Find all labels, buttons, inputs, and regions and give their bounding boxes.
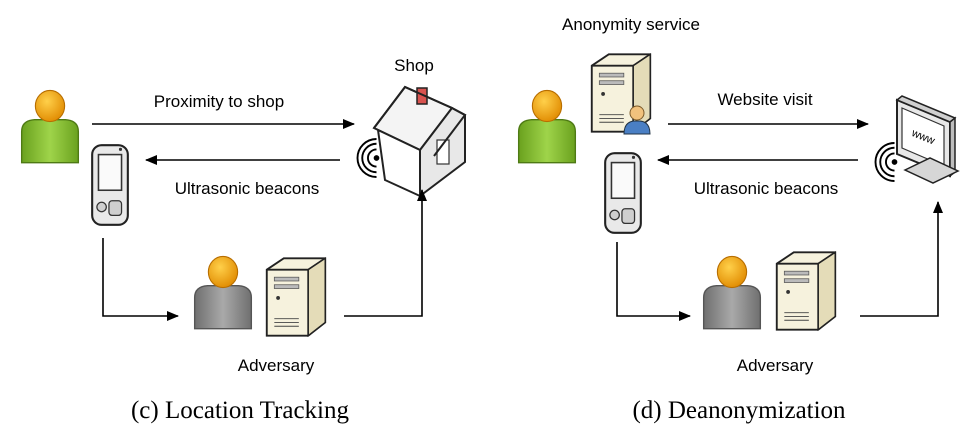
- adversary-label: Adversary: [238, 356, 315, 375]
- adversary-icon: [702, 255, 762, 330]
- user-icon: [20, 89, 80, 164]
- user-icon: [517, 89, 577, 164]
- adversary-server-icon: [265, 257, 327, 337]
- caption-c: (c) Location Tracking: [131, 397, 350, 424]
- user-badge-icon: [623, 105, 651, 135]
- anonymity-server-icon: [590, 53, 652, 133]
- shop-icon: [372, 85, 467, 199]
- ultrasound-waves-icon: [874, 142, 899, 182]
- phone-icon: [604, 152, 642, 234]
- adversary-label: Adversary: [737, 356, 814, 375]
- phone-to-adversary-arrow: [102, 238, 179, 321]
- phone-to-adversary-arrow: [616, 242, 691, 321]
- beacon-label: Ultrasonic beacons: [694, 179, 839, 198]
- shop-label: Shop: [394, 56, 434, 75]
- proximity-label: Proximity to shop: [154, 92, 284, 111]
- adversary-to-monitor-arrow: [860, 201, 943, 317]
- adversary-icon: [193, 255, 253, 330]
- caption-d: (d) Deanonymization: [632, 397, 846, 424]
- monitor-icon: www: [895, 95, 960, 184]
- panel-c: Shop Proximity to shop Ultrasonic beacon…: [20, 56, 467, 424]
- ultrasound-waves-icon: [356, 138, 381, 178]
- adversary-server-icon: [775, 251, 837, 331]
- website-visit-label: Website visit: [717, 90, 812, 109]
- adversary-to-shop-arrow: [344, 189, 427, 317]
- phone-icon: [91, 144, 129, 226]
- beacon-label: Ultrasonic beacons: [175, 179, 320, 198]
- anonymity-service-label: Anonymity service: [562, 15, 700, 34]
- panel-d: www Anonymity service Website visit Ultr…: [517, 15, 960, 424]
